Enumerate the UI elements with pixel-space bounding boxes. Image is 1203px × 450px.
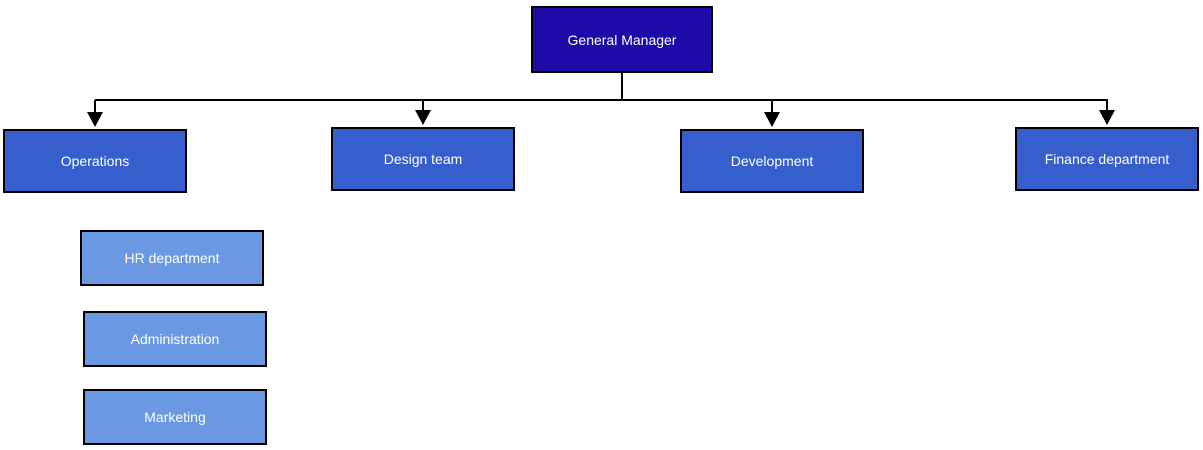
node-label: Development bbox=[730, 153, 814, 169]
node-label: Finance department bbox=[1044, 151, 1170, 167]
node-administration[interactable]: Administration bbox=[83, 311, 267, 367]
node-label: Marketing bbox=[144, 409, 206, 425]
node-finance-department[interactable]: Finance department bbox=[1015, 127, 1199, 191]
node-design-team[interactable]: Design team bbox=[331, 127, 515, 191]
node-hr-department[interactable]: HR department bbox=[80, 230, 264, 286]
node-label: Operations bbox=[60, 153, 130, 169]
node-label: HR department bbox=[124, 250, 220, 266]
node-operations[interactable]: Operations bbox=[3, 129, 187, 193]
node-development[interactable]: Development bbox=[680, 129, 864, 193]
node-label: Administration bbox=[130, 331, 220, 347]
node-label: General Manager bbox=[567, 31, 677, 48]
arrowhead-operations bbox=[87, 112, 103, 127]
arrowhead-development bbox=[764, 112, 780, 127]
arrowhead-finance bbox=[1099, 110, 1115, 125]
node-marketing[interactable]: Marketing bbox=[83, 389, 267, 445]
node-label: Design team bbox=[383, 151, 463, 167]
arrowhead-design-team bbox=[415, 110, 431, 125]
node-general-manager[interactable]: General Manager bbox=[531, 6, 713, 73]
